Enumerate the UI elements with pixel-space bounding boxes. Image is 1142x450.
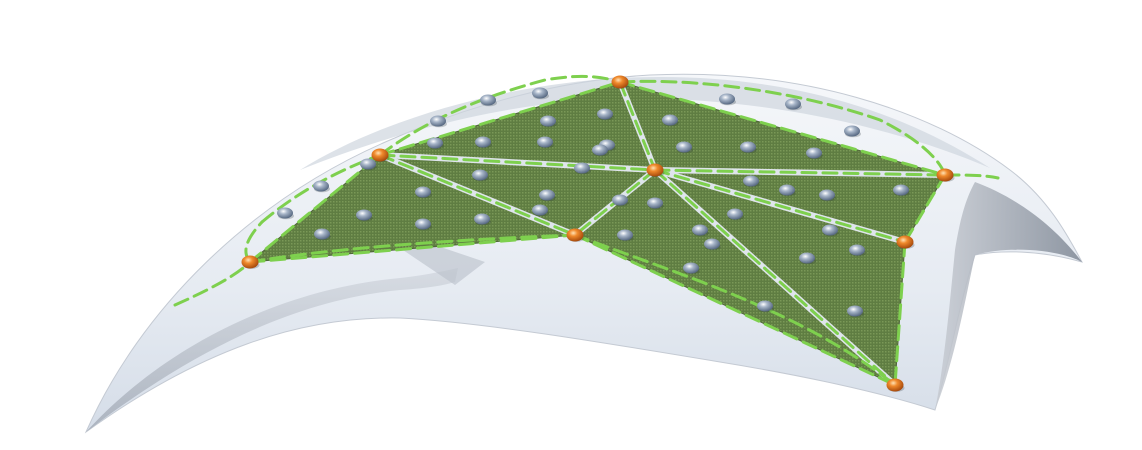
vertex-node <box>886 378 904 392</box>
sample-point <box>849 244 865 256</box>
dashed-edge <box>618 80 947 177</box>
dashed-edge <box>378 153 577 237</box>
dashed-edge <box>573 233 897 387</box>
sample-point <box>472 169 488 181</box>
sample-point <box>540 115 556 127</box>
surface-rim-shadow <box>86 268 458 432</box>
sample-point <box>597 108 613 120</box>
sample-point <box>799 252 815 264</box>
sample-point <box>662 114 678 126</box>
sample-point <box>740 141 756 153</box>
dashed-edge <box>173 260 252 307</box>
dashed-edge <box>903 173 947 244</box>
sample-point <box>727 208 743 220</box>
dashed-edge <box>248 153 382 264</box>
sample-point <box>844 125 860 137</box>
sample-point <box>415 218 431 230</box>
sample-point <box>647 197 663 209</box>
sample-point <box>415 186 431 198</box>
sample-point <box>704 238 720 250</box>
dashed-edge <box>378 80 622 157</box>
dashed-edge <box>378 74 622 157</box>
dashed-edge <box>618 79 947 177</box>
sample-point <box>617 229 633 241</box>
surface-right-edge <box>935 182 1082 410</box>
sample-point <box>360 158 376 170</box>
dashed-edge <box>248 233 577 264</box>
sample-point <box>785 98 801 110</box>
vertex-node <box>896 235 914 249</box>
dashed-edge <box>618 80 657 172</box>
sample-point-group <box>277 87 910 318</box>
sample-point <box>683 262 699 274</box>
vertex-node <box>371 148 389 162</box>
sample-point <box>612 194 628 206</box>
sample-point <box>313 180 329 192</box>
dashed-edge <box>653 168 947 177</box>
sample-point <box>743 175 759 187</box>
dashed-edge <box>573 233 897 387</box>
sample-point <box>779 184 795 196</box>
vertex-node <box>566 228 584 242</box>
vertex-node <box>241 255 259 269</box>
vertex-node-group <box>241 75 955 392</box>
dashed-edge <box>378 153 657 172</box>
dashed-edge <box>653 168 897 387</box>
dashed-edge <box>893 240 907 387</box>
sample-point <box>277 207 293 219</box>
sample-point <box>893 184 909 196</box>
sample-point <box>847 305 863 317</box>
sample-point <box>430 115 446 127</box>
sample-point <box>480 94 496 106</box>
vertex-node <box>611 75 629 89</box>
vertex-node <box>646 163 664 177</box>
vertex-node <box>936 168 954 182</box>
sample-point <box>314 228 330 240</box>
sample-point <box>574 162 590 174</box>
sample-point <box>819 189 835 201</box>
sample-point <box>356 209 372 221</box>
dashed-edge <box>248 233 577 264</box>
sample-point <box>692 224 708 236</box>
sample-point <box>475 136 491 148</box>
sample-point <box>532 204 548 216</box>
sample-point <box>806 147 822 159</box>
dashed-edge <box>653 168 907 244</box>
sample-point <box>474 213 490 225</box>
sample-point <box>537 136 553 148</box>
sample-point <box>532 87 548 99</box>
sample-point <box>592 144 608 156</box>
sample-point <box>719 93 735 105</box>
sample-point <box>822 224 838 236</box>
sample-point <box>427 137 443 149</box>
surface-notch <box>400 240 485 285</box>
sample-point <box>757 300 773 312</box>
sample-point <box>676 141 692 153</box>
sample-point <box>539 189 555 201</box>
surface-top-band <box>300 76 990 170</box>
